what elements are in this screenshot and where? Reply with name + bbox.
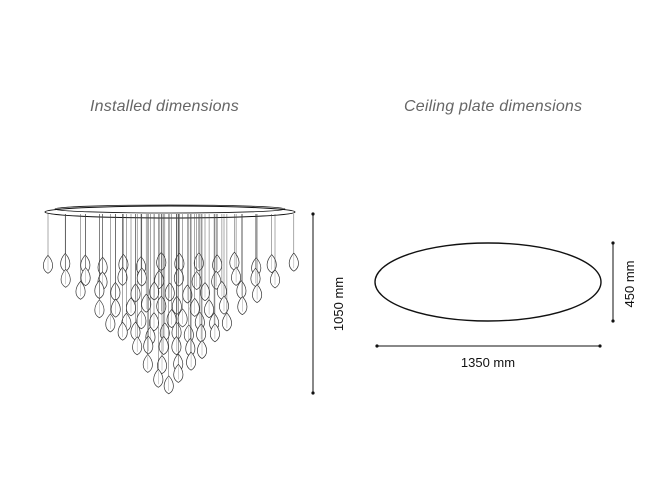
installed-height-dimension-line: [311, 212, 315, 395]
installed-dimensions-heading: Installed dimensions: [90, 98, 239, 115]
plate-depth-label: 450 mm: [622, 261, 637, 308]
plate-width-label: 1350 mm: [461, 355, 515, 370]
ceiling-plate-dimensions-heading: Ceiling plate dimensions: [404, 98, 583, 115]
chandelier-illustration: [42, 214, 299, 395]
installed-height-label: 1050 mm: [331, 277, 346, 331]
plate-width-dimension-line: [375, 344, 602, 348]
ceiling-plate-outline: [374, 242, 602, 322]
plate-depth-dimension-line: [611, 241, 615, 323]
